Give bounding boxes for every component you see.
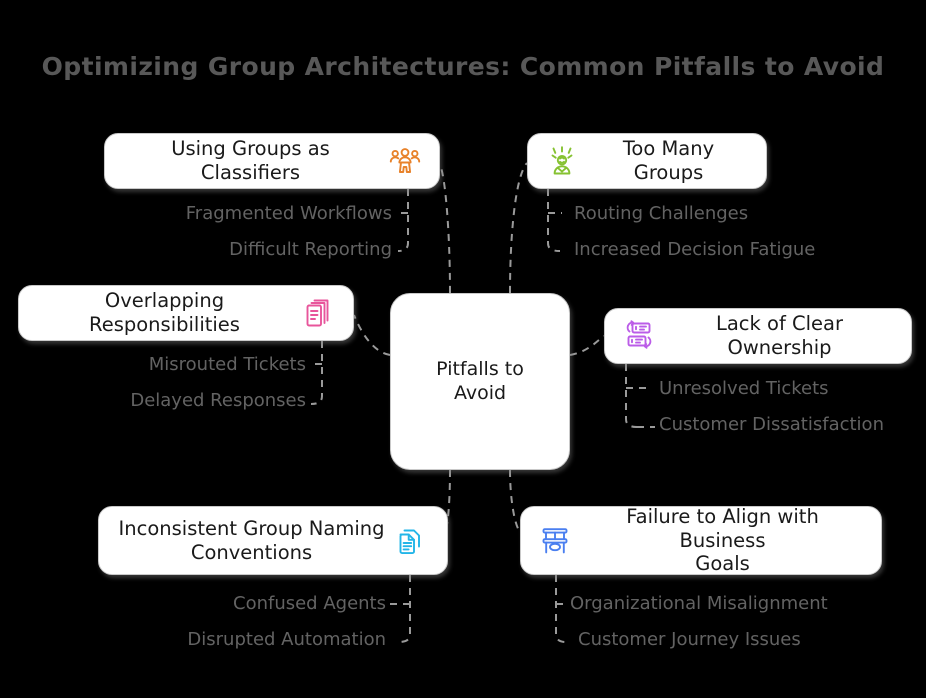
node-label: Inconsistent Group Naming Conventions	[118, 516, 385, 564]
node-failure-to-align-with-business-goals[interactable]: Failure to Align with Business Goals	[520, 504, 882, 576]
page-title: Optimizing Group Architectures: Common P…	[41, 52, 885, 81]
sub-label: Customer Journey Issues	[578, 629, 801, 650]
sub-label: Customer Dissatisfaction	[659, 414, 884, 435]
sub-label: Delayed Responses	[130, 390, 306, 411]
edge-ownership-subs	[625, 364, 638, 428]
sub-label: Routing Challenges	[574, 203, 749, 224]
edge-center-to-ownership	[569, 335, 605, 356]
sub-label: Organizational Misalignment	[570, 593, 828, 614]
node-label: Lack of Clear Ownership	[715, 312, 844, 359]
stacked-documents-icon	[306, 299, 329, 327]
sub-label: Fragmented Workflows	[185, 203, 392, 224]
node-label: Overlapping Responsibilities	[89, 289, 240, 336]
sub-label: Misrouted Tickets	[148, 354, 306, 375]
node-lack-of-clear-ownership[interactable]: Lack of Clear Ownership	[604, 308, 912, 364]
center-node-label: Pitfalls to Avoid	[436, 358, 524, 404]
sub-label: Increased Decision Fatigue	[574, 239, 816, 260]
node-using-groups-as-classifiers[interactable]: Using Groups as Classifiers	[104, 133, 440, 189]
node-label: Using Groups as Classifiers	[171, 137, 330, 184]
edge-center-to-overlapping	[353, 314, 391, 356]
edge-classifiers-subs	[397, 189, 409, 252]
node-too-many-groups[interactable]: Too Many Groups	[527, 133, 767, 189]
edge-overlapping-subs	[310, 341, 323, 405]
alert-person-icon	[551, 146, 573, 175]
node-overlapping-responsibilities[interactable]: Overlapping Responsibilities	[18, 285, 354, 341]
center-node[interactable]: Pitfalls to Avoid	[390, 293, 570, 470]
node-inconsistent-group-naming[interactable]: Inconsistent Group Naming Conventions	[98, 506, 448, 575]
sub-label: Confused Agents	[233, 593, 386, 614]
node-label: Too Many Groups	[622, 137, 715, 184]
edge-align-subs	[555, 575, 567, 643]
copy-documents-icon	[400, 529, 421, 554]
edge-center-to-classifiers	[439, 164, 451, 294]
sub-label: Disrupted Automation	[187, 629, 386, 650]
edge-center-to-toomany	[509, 162, 528, 294]
edge-naming-subs	[397, 575, 411, 643]
sub-label: Unresolved Tickets	[659, 378, 829, 399]
bench-building-icon	[542, 527, 568, 553]
server-transfer-icon	[626, 320, 652, 349]
sub-label: Difficult Reporting	[229, 239, 392, 260]
users-group-icon	[389, 148, 421, 173]
node-label: Failure to Align with Business Goals	[626, 504, 819, 576]
edge-toomany-subs	[547, 189, 561, 252]
